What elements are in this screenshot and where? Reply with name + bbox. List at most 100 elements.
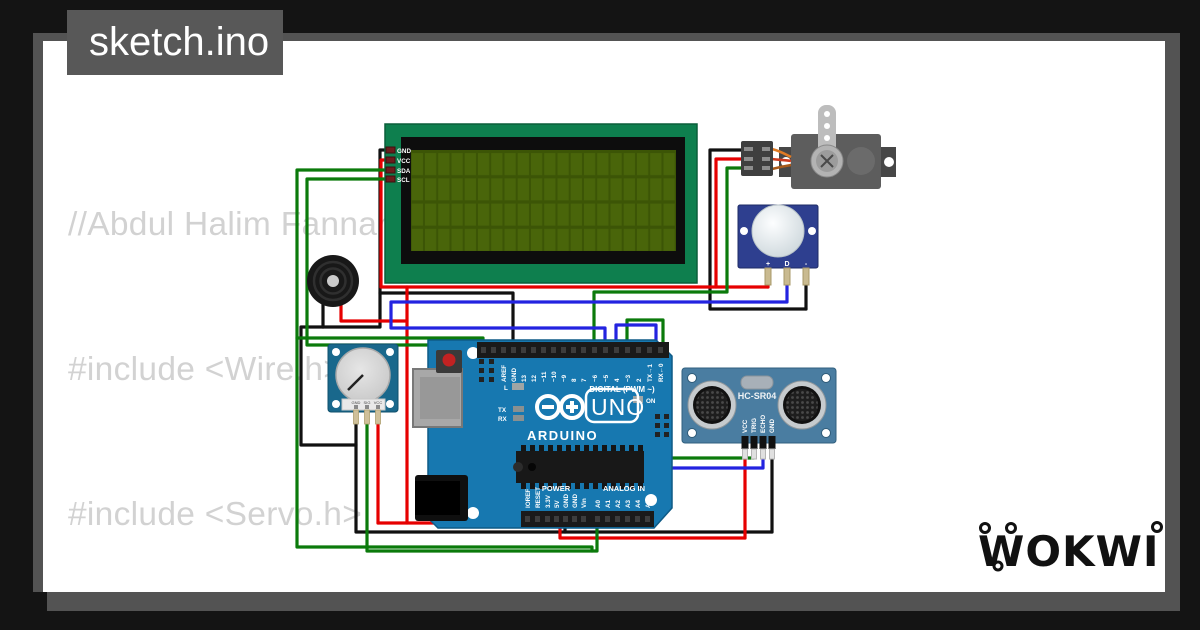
panel-border-left xyxy=(33,33,43,592)
logo-plus-v xyxy=(570,401,574,413)
code-line: #include <Wire.h> xyxy=(68,351,344,389)
analog-pin-labels: A0 A1 A2 A3 A4 A5 xyxy=(595,499,652,508)
svg-text:IOREF: IOREF xyxy=(525,489,532,508)
wire-gnd-left[interactable] xyxy=(299,325,358,447)
pot-pin-label: SIG xyxy=(364,400,371,405)
svg-text:12: 12 xyxy=(531,374,538,382)
analog-header[interactable] xyxy=(592,511,654,527)
wire-buzzer-pos[interactable] xyxy=(339,301,409,323)
pir-pin-label: D xyxy=(784,261,789,268)
svg-text:TX→1: TX→1 xyxy=(647,364,654,382)
hcsr04-pin-labels: VCC TRIG ECHO GND xyxy=(742,415,776,433)
wire-servo-vcc[interactable] xyxy=(714,157,745,289)
svg-text:A4: A4 xyxy=(635,499,642,508)
svg-text:RESET: RESET xyxy=(535,487,542,508)
servo-strand-brown xyxy=(771,163,792,171)
svg-text:A2: A2 xyxy=(615,499,622,508)
svg-text:GND: GND xyxy=(769,419,776,433)
lcd-pin-headers xyxy=(385,146,396,183)
ultrasonic-sensor[interactable]: HC-SR04 VCC TRIG ECHO GND xyxy=(681,367,837,460)
uno-mount-hole xyxy=(645,494,657,506)
svg-text:A0: A0 xyxy=(595,499,602,508)
buzzer[interactable] xyxy=(307,255,359,307)
svg-text:AREF: AREF xyxy=(501,365,508,382)
svg-text:4: 4 xyxy=(614,378,621,382)
panel-border-right xyxy=(1165,33,1180,611)
pir-sensor[interactable]: + D - xyxy=(737,204,819,286)
pot-leads xyxy=(353,409,381,425)
digital-pin-labels: AREF GND 13 12 ~11 ~10 ~9 8 7 ~6 ~5 4 ~3… xyxy=(501,363,665,382)
svg-text:RX←0: RX←0 xyxy=(658,363,665,382)
svg-text:TRIG: TRIG xyxy=(751,418,758,433)
svg-text:~6: ~6 xyxy=(592,374,599,382)
uno-badge xyxy=(584,387,640,424)
wire-green-long[interactable] xyxy=(295,336,594,553)
uno-mount-hole xyxy=(467,507,479,519)
servo-strand-orange xyxy=(771,147,792,159)
wokwi-logo-nodes xyxy=(979,521,1163,572)
arduino-brand-label: ARDUINO xyxy=(527,428,598,443)
led-rx xyxy=(513,415,524,421)
pot-pin-label: GND xyxy=(352,400,361,405)
pot-knob-indicator xyxy=(347,374,364,391)
led-l xyxy=(512,383,524,390)
svg-text:13: 13 xyxy=(521,374,528,382)
wire-pir-signal[interactable] xyxy=(389,282,789,354)
wire-servo-sig[interactable] xyxy=(592,166,745,354)
pir-dome xyxy=(751,204,805,258)
lcd-pin-label: GND xyxy=(397,148,411,155)
wokwi-logo: WOKWI xyxy=(976,514,1168,585)
transducer-left xyxy=(687,380,737,430)
led-tx xyxy=(513,406,524,412)
svg-text:7: 7 xyxy=(581,378,588,382)
arduino-uno[interactable]: AREF GND 13 12 ~11 ~10 ~9 8 7 ~6 ~5 4 ~3… xyxy=(412,339,673,529)
led-on-label: ON xyxy=(646,398,656,405)
svg-text:3.3V: 3.3V xyxy=(545,494,552,508)
svg-text:GND: GND xyxy=(563,494,570,508)
digital-pin-slots xyxy=(481,347,663,353)
code-listing: //Abdul Halim Fannani_D400200164 #includ… xyxy=(68,104,618,592)
arduino-logo-icon xyxy=(535,394,585,420)
svg-text:A3: A3 xyxy=(625,499,632,508)
svg-text:A5: A5 xyxy=(645,499,652,508)
pot-header xyxy=(341,398,386,411)
wire-pot-sig[interactable] xyxy=(365,410,599,553)
icsp-header-2 xyxy=(655,414,669,437)
wire-5v-right[interactable] xyxy=(558,524,747,540)
svg-text:GND: GND xyxy=(511,368,518,382)
buzzer-hole xyxy=(327,275,339,287)
wire-pot-gnd-rail[interactable] xyxy=(354,410,774,534)
svg-text:ECHO: ECHO xyxy=(760,415,767,433)
icsp-header-1 xyxy=(479,359,494,382)
svg-text:~11: ~11 xyxy=(541,371,548,382)
servo-motor[interactable] xyxy=(741,105,896,189)
hcsr04-title: HC-SR04 xyxy=(738,391,777,401)
code-line: #include <Servo.h> xyxy=(68,496,363,534)
transducer-right xyxy=(777,380,827,430)
reset-button[interactable] xyxy=(442,353,456,367)
analog-group-label: ANALOG IN xyxy=(603,484,645,493)
hcsr04-pins xyxy=(741,436,776,449)
wire-uno-gnd-top[interactable] xyxy=(378,291,515,354)
pot-pin-label: VCC xyxy=(374,400,383,405)
potentiometer[interactable]: GND SIG VCC xyxy=(327,343,399,425)
panel-border-top xyxy=(33,33,1180,41)
file-tab[interactable]: sketch.ino xyxy=(67,10,283,75)
file-tab-label: sketch.ino xyxy=(89,20,270,64)
panel-shadow-bottom xyxy=(47,592,1180,611)
digital-header-right[interactable] xyxy=(578,342,669,358)
pir-pin-label: + xyxy=(766,261,770,268)
svg-text:GND: GND xyxy=(572,494,579,508)
wire-servo-gnd[interactable] xyxy=(708,148,808,311)
lcd-display[interactable]: 1 GND VCC SDA SCL xyxy=(381,123,698,284)
lcd-pin-label: SDA xyxy=(397,168,411,175)
power-group-label: POWER xyxy=(542,484,571,493)
led-tx-label: TX xyxy=(498,407,507,414)
digital-header-left[interactable] xyxy=(477,342,580,358)
servo-strand-red xyxy=(771,157,792,163)
atmega-chip xyxy=(513,445,644,489)
svg-text:~9: ~9 xyxy=(561,374,568,382)
svg-text:~3: ~3 xyxy=(625,374,632,382)
